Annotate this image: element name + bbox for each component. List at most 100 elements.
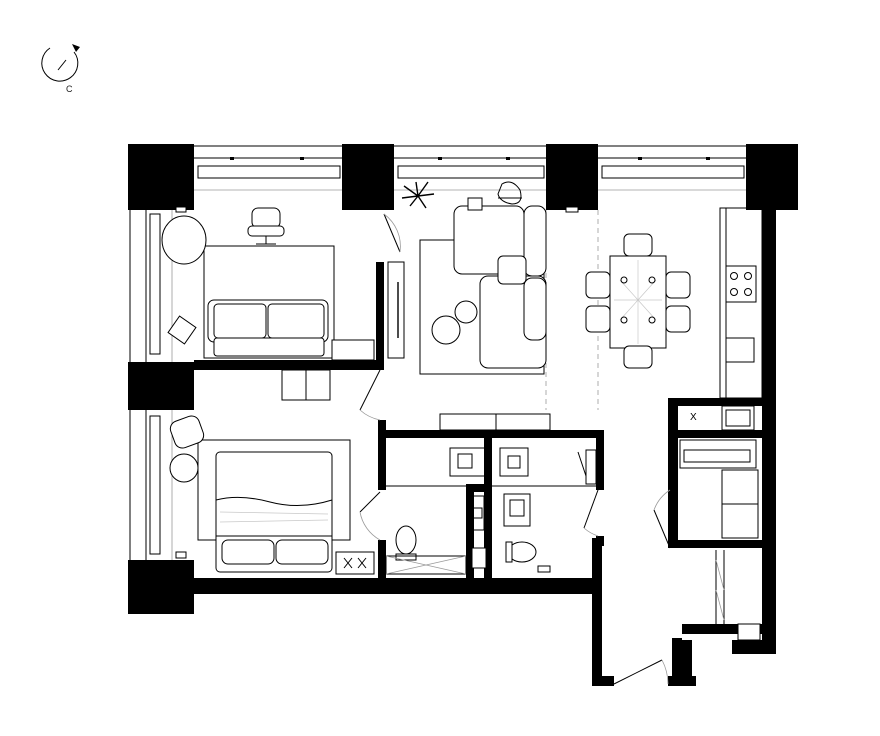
door-bath-hatch bbox=[577, 449, 597, 485]
armchair bbox=[169, 415, 205, 449]
wall-kitchen-niche bbox=[668, 398, 762, 406]
plant-pot-living bbox=[565, 206, 579, 213]
sofa-cushion-right bbox=[267, 303, 325, 339]
dining-chair-top bbox=[623, 233, 653, 257]
plant-icon bbox=[401, 181, 435, 209]
door-bathroom-1 bbox=[359, 491, 381, 541]
bathroom-1 bbox=[385, 447, 487, 575]
column-ne bbox=[746, 144, 798, 210]
sofa-back-top bbox=[523, 205, 547, 277]
column-w bbox=[128, 362, 194, 410]
cabinet-bath-1 bbox=[385, 555, 467, 575]
dining-chair-right-2 bbox=[665, 305, 691, 333]
window-west-2 bbox=[129, 410, 173, 560]
dining-chair-left-2 bbox=[585, 305, 611, 333]
dining-area bbox=[585, 233, 691, 369]
utility-wall bbox=[682, 624, 762, 634]
kitchen-counter bbox=[719, 207, 763, 399]
plant-pot-office bbox=[175, 206, 187, 213]
doors bbox=[359, 213, 671, 685]
nightstand bbox=[335, 551, 375, 575]
dining-table-pattern bbox=[614, 260, 662, 344]
utility-wall-low bbox=[682, 640, 692, 686]
sofa-seat bbox=[213, 337, 325, 357]
corridor-east-wall bbox=[668, 398, 678, 548]
column-n2 bbox=[546, 144, 598, 210]
wall-shaft bbox=[466, 484, 492, 492]
vanity-2 bbox=[499, 447, 529, 477]
window-north-2 bbox=[394, 145, 546, 191]
interior-walls bbox=[194, 262, 762, 594]
sofa-cushion-left bbox=[213, 303, 267, 339]
column-nw bbox=[128, 144, 194, 210]
column-sw bbox=[128, 560, 194, 614]
door-office bbox=[383, 213, 401, 253]
door-bathroom-2 bbox=[583, 489, 599, 537]
wall-rooms-divider bbox=[194, 360, 382, 370]
wall-bath-middle bbox=[484, 430, 492, 578]
tv-stand bbox=[387, 261, 405, 359]
sofa-back-bottom bbox=[523, 277, 547, 341]
bedroom-side-table bbox=[169, 453, 199, 483]
pillow-right bbox=[275, 539, 329, 565]
ottoman bbox=[497, 255, 527, 285]
side-table bbox=[167, 315, 197, 345]
dining-chair-bottom bbox=[623, 345, 653, 369]
window-north-1 bbox=[194, 145, 342, 191]
bed-blanket bbox=[215, 496, 333, 537]
south-wall bbox=[194, 578, 602, 594]
toilet-2 bbox=[505, 541, 537, 563]
structural-walls bbox=[128, 144, 798, 686]
hall-storage bbox=[679, 439, 759, 624]
shaft-box bbox=[471, 547, 487, 569]
office-chair bbox=[247, 207, 285, 245]
bedroom-plant-pot bbox=[175, 551, 187, 559]
appliance-mark: X bbox=[690, 412, 697, 423]
kitchen: X bbox=[690, 207, 763, 431]
wall-kitchen-tall bbox=[676, 430, 762, 438]
sink-2 bbox=[503, 493, 531, 527]
wall-office-east bbox=[376, 262, 384, 370]
pillow-left bbox=[221, 539, 275, 565]
corridor-west-wall bbox=[592, 538, 602, 686]
compass-north-icon bbox=[41, 44, 80, 82]
se-corner bbox=[732, 640, 776, 654]
wall-bath-east-low bbox=[596, 536, 604, 546]
coffee-table-small bbox=[454, 300, 478, 324]
vanity-1 bbox=[449, 447, 487, 477]
window-north-3 bbox=[598, 145, 746, 191]
coffee-table-large bbox=[431, 315, 461, 345]
wall-bedroom-east bbox=[378, 420, 386, 490]
office-cabinet bbox=[331, 339, 375, 361]
wall-hall-closet bbox=[676, 540, 762, 548]
door-bedroom bbox=[359, 369, 381, 421]
bathroom-2 bbox=[492, 447, 596, 573]
bench bbox=[439, 413, 551, 431]
toilet-1 bbox=[395, 525, 417, 561]
storage-unit-top bbox=[679, 439, 757, 469]
compass-label: С bbox=[66, 84, 73, 94]
office-rug bbox=[203, 245, 335, 359]
column-n1 bbox=[342, 144, 394, 210]
cooktop bbox=[725, 265, 757, 303]
corridor-east-wall-low bbox=[672, 638, 682, 686]
round-table bbox=[161, 215, 207, 265]
office-room bbox=[161, 206, 579, 361]
wall-shaft-side bbox=[466, 484, 474, 578]
utility-box bbox=[737, 623, 761, 641]
east-wall bbox=[762, 208, 776, 654]
throw-pillow bbox=[467, 197, 483, 211]
lounge-chair bbox=[497, 181, 522, 205]
compass: С bbox=[41, 44, 80, 94]
door-entrance bbox=[613, 659, 669, 685]
wall-bedroom-east-low bbox=[378, 540, 386, 594]
kitchen-sink bbox=[725, 337, 755, 363]
wall-bath-east bbox=[596, 430, 604, 490]
tall-cabinet bbox=[721, 405, 755, 431]
living-room bbox=[387, 181, 551, 431]
washer bbox=[467, 495, 485, 531]
bedroom-room bbox=[169, 415, 375, 575]
dining-chair-right-1 bbox=[665, 271, 691, 299]
entrance-jamb-left bbox=[592, 676, 614, 686]
